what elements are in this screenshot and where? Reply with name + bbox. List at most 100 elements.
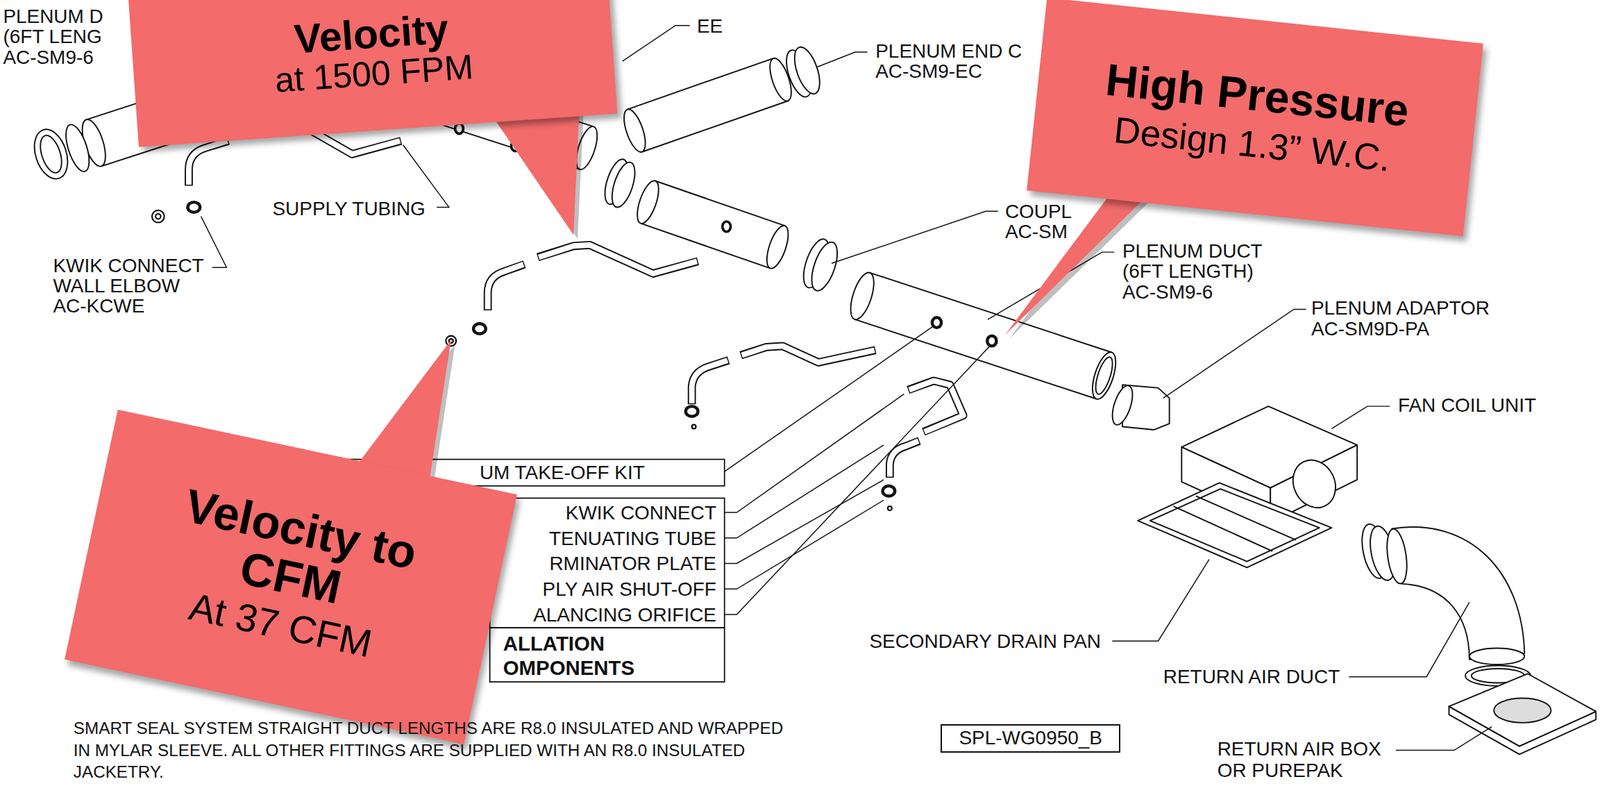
leader-lines [1163,308,1307,398]
drawing-number-box: SPL-WG0950_B [940,723,1121,753]
fittings [882,485,896,497]
part-label: FAN COIL UNIT [1398,393,1537,418]
duct-drawing [1493,698,1551,723]
leader-lines [1112,559,1210,642]
duct-drawing [846,270,879,323]
component-table-frame [490,627,725,682]
leader-lines [724,499,884,589]
duct-drawing [789,43,825,97]
supply-tubing [487,264,524,310]
duct-drawing [1087,349,1121,402]
part-label: PLENUM END C [875,40,1022,62]
fittings [445,335,457,347]
leader-lines [816,52,868,68]
duct-drawing [1173,495,1296,551]
leader-lines [724,326,933,472]
leader-lines [724,345,990,615]
table-heading: OMPONENTS [503,655,635,680]
table-cell: ALANCING ORIFICE [533,603,717,627]
fittings [152,210,165,223]
supply-tubing [537,245,699,274]
duct-drawing [627,58,789,153]
component-table-frame [490,497,725,628]
duct-drawing [640,181,786,269]
supply-tubing [692,360,728,404]
fittings [155,213,161,219]
leader-lines [724,444,884,538]
duct-drawing [28,124,74,184]
duct-drawing [607,159,640,210]
part-label: KWIK CONNECT WALL ELBOW AC-KCWE [52,255,208,317]
duct-drawing [1448,673,1596,746]
fittings [187,201,200,213]
leader-lines [724,393,905,513]
table-cell: KWIK CONNECT [565,501,717,525]
part-number: AC-SM9-6 [2,47,94,68]
duct-drawing [640,181,786,269]
duct-drawing [36,132,66,175]
part-label: EE [696,14,723,39]
duct-drawing [1150,488,1320,561]
duct-drawing [1384,527,1410,585]
leader-lines [1395,726,1492,751]
callout-tails [490,106,580,235]
duct-drawing [932,317,942,328]
leader-lines [201,216,227,268]
part-label: RETURN AIR BOX OR PUREPAK [1217,738,1392,781]
part-label: SUPPLY TUBING [272,197,425,221]
part-label: SECONDARY DRAIN PAN [869,629,1101,654]
supply-tubing [909,380,964,432]
supply-tubing [487,264,525,311]
table-cell: PLY AIR SHUT-OFF [542,577,717,602]
fittings [685,406,699,417]
duct-drawing [633,178,663,227]
duct-drawing [854,272,1112,400]
part-number: AC-SM [1005,221,1068,242]
part-label: RETURN AIR DUCT [1163,664,1340,689]
supply-tubing [742,345,875,363]
table-cell: UM TAKE-OFF KIT [479,460,645,485]
part-label: PLENUM DUCT (6FT LENGTH) AC-SM9-6 [1122,240,1278,302]
part-label: (6FT LENG [2,26,102,47]
fittings [473,323,486,334]
supply-tubing [538,245,697,274]
leader-lines [1331,406,1390,429]
duct-drawing [627,58,789,153]
duct-drawing [1092,355,1117,397]
duct-drawing [987,335,997,347]
callout-box: Velocityat 1500 FPM [127,0,618,148]
duct-drawing [28,43,1596,754]
table-cell: TENUATING TUBE [549,526,717,551]
table-heading: ALLATION [503,631,605,656]
drawing-number: SPL-WG0950_B [958,726,1102,749]
leader-lines [1348,601,1469,677]
duct-drawing [1285,452,1344,515]
leader-lines [831,211,999,264]
callout-box: Velocity to CFMAt 37 CFM [64,409,518,745]
duct-drawing [1469,648,1525,665]
supply-tubing [188,140,229,187]
duct-drawing [854,272,1112,400]
part-label: PLENUM ADAPTOR AC-SM9D-PA [1311,297,1505,339]
part-number: AC-SM9-EC [875,61,983,82]
fittings [887,506,892,511]
duct-drawing [762,222,793,271]
table-cell: RMINATOR PLATE [549,551,716,576]
supply-tubing [889,440,919,477]
duct-drawing [722,221,731,232]
leader-lines [622,25,690,62]
part-label: COUPL [1005,201,1072,222]
supply-tubing [740,345,876,363]
fittings [692,424,697,429]
duct-drawing [455,123,464,134]
duct-drawing [1108,383,1138,427]
supply-tubing [188,140,228,185]
duct-drawing [806,238,843,294]
callout-box: High PressureDesign 1.3” W.C. [1026,0,1484,237]
supply-tubing [692,360,729,404]
supply-tubing [889,440,920,478]
part-label: PLENUM D [2,6,103,27]
note-text: SMART SEAL SYSTEM STRAIGHT DUCT LENGTHS … [73,717,788,783]
leader-lines [724,479,884,564]
